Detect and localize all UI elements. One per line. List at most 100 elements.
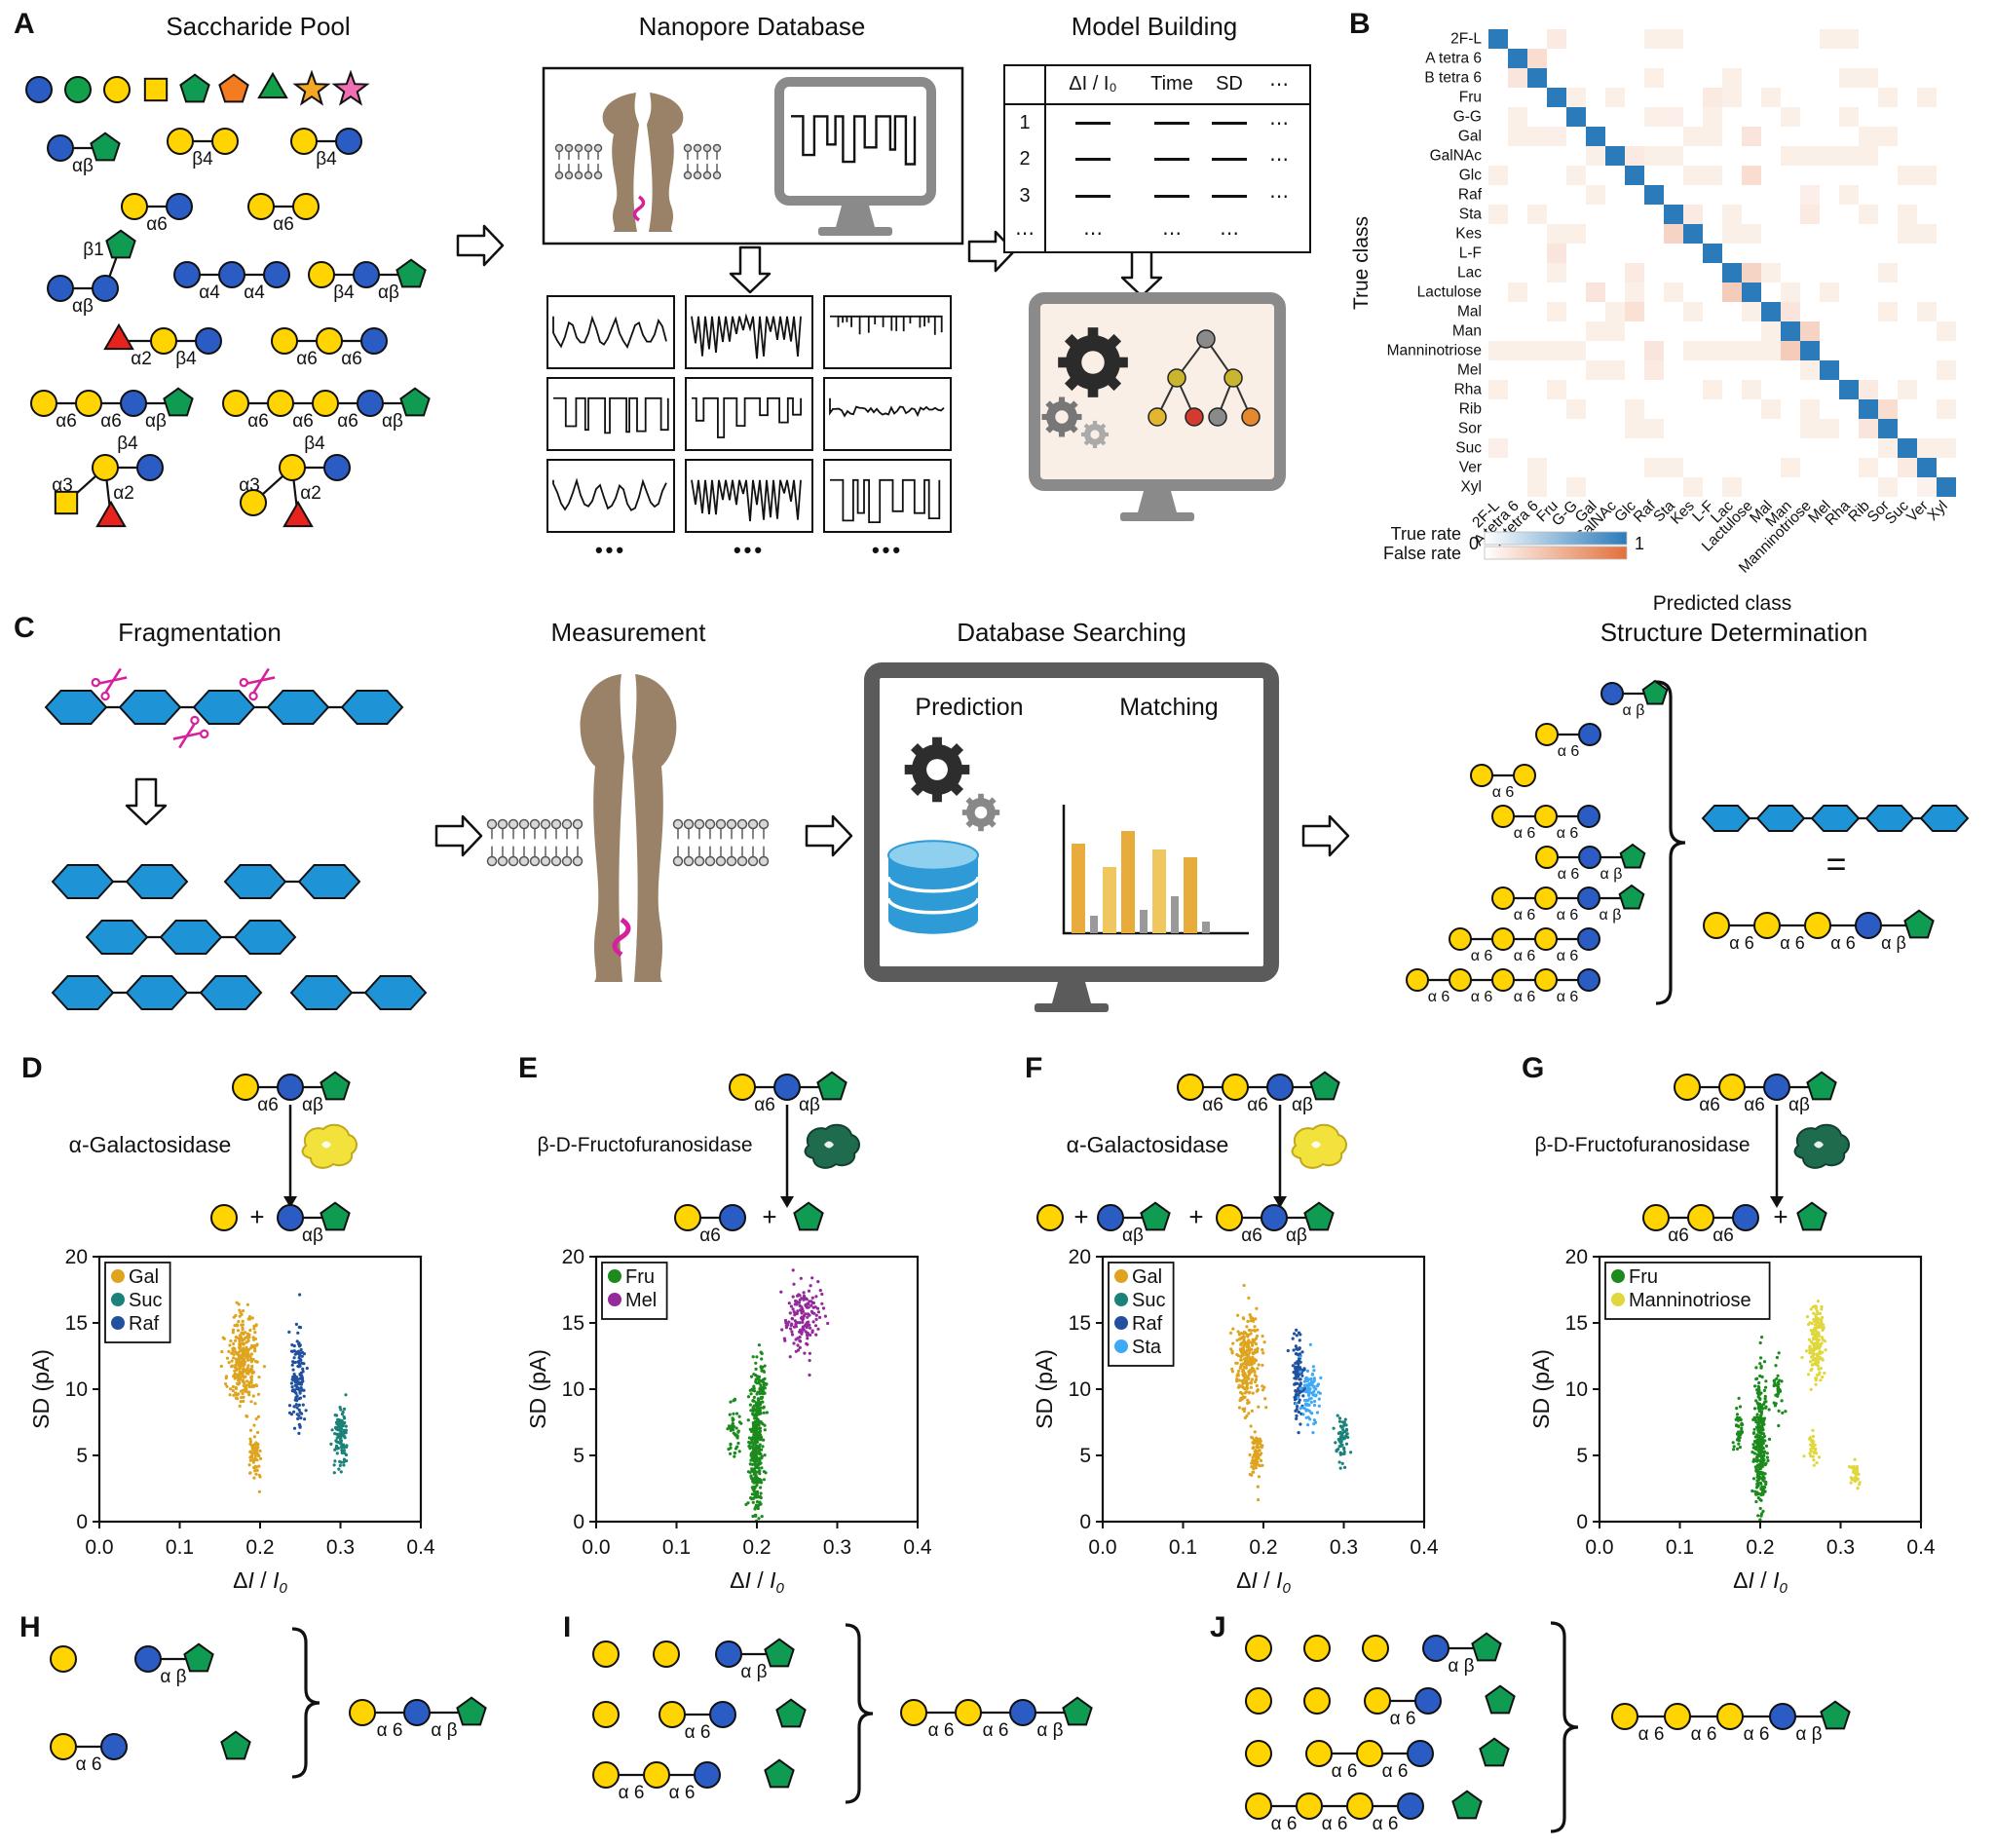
svg-text:Raf: Raf xyxy=(129,1313,160,1335)
table-cell xyxy=(1046,105,1140,142)
arrow-icon xyxy=(283,1105,297,1208)
title-model-building: Model Building xyxy=(1071,12,1238,41)
svg-text:0.2: 0.2 xyxy=(1249,1536,1277,1559)
svg-text:α 6: α 6 xyxy=(1729,933,1753,953)
glycan: α β xyxy=(134,1642,214,1687)
svg-text:αβ: αβ xyxy=(72,156,94,176)
table-cell xyxy=(1140,178,1204,215)
title-measurement: Measurement xyxy=(550,618,706,647)
arrow-icon xyxy=(125,777,168,826)
panel-label-e: E xyxy=(518,1052,539,1084)
plus-sign: + xyxy=(762,1202,776,1231)
brace xyxy=(1655,680,1686,1005)
glycan: α6 xyxy=(674,1204,746,1246)
svg-text:α β: α β xyxy=(1881,933,1906,953)
svg-text:α6: α6 xyxy=(1744,1095,1765,1115)
svg-text:GalNAc: GalNAc xyxy=(1430,147,1483,164)
glycan xyxy=(775,1698,807,1728)
table-cell xyxy=(1204,141,1255,178)
enzyme-name-d: α-Galactosidase xyxy=(68,1132,232,1157)
svg-text:Xyl: Xyl xyxy=(1460,478,1482,495)
svg-text:α 6: α 6 xyxy=(1428,989,1450,1005)
svg-text:Gal: Gal xyxy=(1132,1266,1162,1288)
table-cell xyxy=(1204,105,1255,142)
svg-text:β4: β4 xyxy=(316,149,337,170)
svg-text:Lactulose: Lactulose xyxy=(1417,283,1482,300)
svg-text:αβ: αβ xyxy=(72,296,94,317)
arrow-icon xyxy=(456,224,505,267)
svg-text:β4: β4 xyxy=(304,434,325,454)
plus-sign: + xyxy=(1188,1202,1203,1231)
colorbar xyxy=(1484,531,1628,546)
glycan: α 6 xyxy=(1364,1687,1442,1729)
svg-text:α 6: α 6 xyxy=(1557,948,1579,964)
svg-text:ΔI / I0: ΔI / I0 xyxy=(1733,1567,1788,1597)
title-structure-determination: Structure Determination xyxy=(1600,618,1868,647)
svg-text:ΔI / I0: ΔI / I0 xyxy=(1236,1567,1291,1597)
svg-text:α 6: α 6 xyxy=(1382,1761,1409,1782)
svg-text:Lac: Lac xyxy=(1457,264,1482,281)
bar-chart-icon xyxy=(1062,805,1249,935)
svg-text:αβ: αβ xyxy=(1292,1095,1313,1115)
svg-text:SD (pA): SD (pA) xyxy=(1528,1349,1554,1429)
svg-text:0.3: 0.3 xyxy=(1330,1536,1358,1559)
table-cell: 3 xyxy=(1005,177,1046,215)
gear-icon xyxy=(961,793,1000,832)
membrane xyxy=(486,818,583,867)
svg-text:αβ: αβ xyxy=(145,411,167,432)
svg-text:+: + xyxy=(1188,1202,1203,1231)
glycan xyxy=(1485,1684,1516,1715)
database-box xyxy=(542,66,964,245)
svg-text:α6: α6 xyxy=(257,1095,279,1115)
svg-text:α6: α6 xyxy=(1247,1095,1268,1115)
table-cell: SD xyxy=(1216,73,1243,95)
svg-text:α2: α2 xyxy=(300,483,321,504)
arrow-icon xyxy=(434,814,483,857)
glycan xyxy=(1245,1687,1272,1715)
svg-text:α β: α β xyxy=(1036,1720,1063,1741)
svg-text:αβ: αβ xyxy=(1286,1226,1307,1246)
table-cell: ⋯ xyxy=(1269,74,1289,96)
svg-text:Fru: Fru xyxy=(625,1266,655,1288)
trace-box xyxy=(823,377,952,451)
svg-text:α6: α6 xyxy=(146,214,168,235)
svg-text:α β: α β xyxy=(740,1662,767,1682)
svg-text:Gal: Gal xyxy=(1458,128,1482,144)
svg-text:0.1: 0.1 xyxy=(1666,1536,1694,1559)
arrow-icon xyxy=(805,814,853,857)
svg-text:20: 20 xyxy=(1565,1246,1588,1268)
svg-text:0.0: 0.0 xyxy=(582,1536,610,1559)
glycan xyxy=(1796,1201,1827,1231)
gear-icon xyxy=(1080,420,1110,449)
glycan: α 6 xyxy=(659,1701,736,1743)
gear-icon xyxy=(904,736,970,803)
table-cell: ⋯ xyxy=(1005,214,1046,251)
scissors-icon xyxy=(239,667,276,701)
svg-text:Ver: Ver xyxy=(1459,459,1482,475)
svg-text:α 6: α 6 xyxy=(1271,1814,1298,1834)
glycan: α 6 xyxy=(1535,723,1601,760)
plus-sign: + xyxy=(249,1202,264,1231)
glycan: αβ xyxy=(47,132,121,176)
nanopore-icon xyxy=(580,674,677,982)
enzyme-name-f: α-Galactosidase xyxy=(1066,1132,1229,1157)
table-cell: 1 xyxy=(1005,104,1046,142)
confusion-matrix: 2F-L2F-LA tetra 6A tetra 6B tetra 6B tet… xyxy=(1387,29,1956,577)
polysaccharide-chain xyxy=(85,920,297,955)
svg-text:2F-L: 2F-L xyxy=(1450,30,1482,47)
svg-text:β4: β4 xyxy=(333,283,355,303)
svg-text:A tetra 6: A tetra 6 xyxy=(1425,50,1482,66)
svg-text:20: 20 xyxy=(65,1246,88,1268)
glycan xyxy=(1245,1635,1272,1662)
svg-text:Suc: Suc xyxy=(1132,1290,1165,1311)
table-cell: ⋯ xyxy=(1269,112,1289,134)
svg-text:β4: β4 xyxy=(117,434,138,454)
glycan xyxy=(210,1204,238,1231)
svg-text:α6: α6 xyxy=(1668,1226,1689,1246)
